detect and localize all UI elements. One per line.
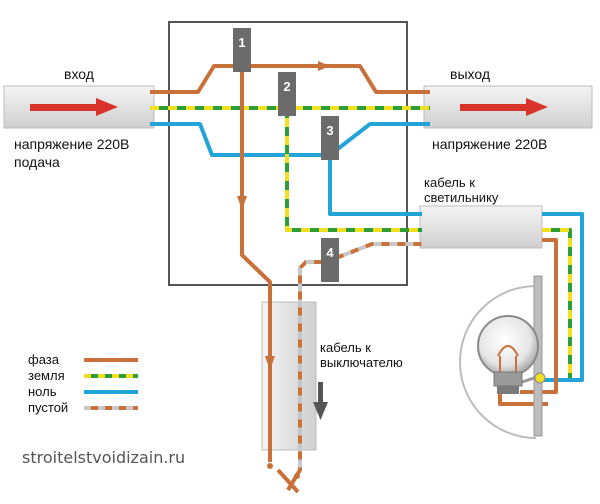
legend-item-phase: фаза <box>28 352 138 367</box>
output-voltage-label: напряжение 220В <box>432 136 547 152</box>
terminal-number: 1 <box>238 35 245 50</box>
switch-cable-label: кабель к <box>320 340 371 355</box>
lamp-cable-sleeve <box>419 205 543 249</box>
output-arrow-icon <box>460 98 548 116</box>
input-arrow-icon <box>30 98 118 116</box>
legend-label: пустой <box>28 400 68 415</box>
terminal-3: 3 <box>321 116 339 160</box>
lamp-cable-label: светильнику <box>424 190 499 205</box>
lamp-cable-label: кабель к <box>424 175 475 190</box>
input-title: вход <box>64 66 94 82</box>
lamp-icon <box>459 275 546 439</box>
junction-box <box>168 21 408 286</box>
legend-item-ground: земля <box>28 368 138 383</box>
legend-label: фаза <box>28 352 60 367</box>
terminal-4: 4 <box>321 238 339 282</box>
output-title: выход <box>450 66 490 82</box>
input-feed-label: подача <box>14 154 60 170</box>
legend-item-spare: пустой <box>28 400 138 415</box>
watermark: stroitelstvoidizain.ru <box>22 448 185 467</box>
legend-label: ноль <box>28 384 57 399</box>
switch-lever <box>276 468 300 494</box>
switch-contact <box>294 473 300 479</box>
terminal-2: 2 <box>278 72 296 116</box>
terminal-1: 1 <box>233 28 251 72</box>
neutral-wire <box>150 122 584 382</box>
down-arrow-icon <box>313 382 328 420</box>
switch-contact <box>267 463 273 469</box>
input-voltage-label: напряжение 220В <box>14 136 129 152</box>
phase-flow-arrow-icon <box>318 61 330 71</box>
legend: фаза земля ноль пустой <box>28 352 138 415</box>
legend-label: земля <box>28 368 65 383</box>
switch-cable-label: выключателю <box>320 355 403 370</box>
legend-item-neutral: ноль <box>28 384 138 399</box>
terminal-number: 4 <box>326 245 334 260</box>
phase-down-arrow-icon <box>237 196 247 210</box>
terminal-number: 2 <box>283 79 290 94</box>
switch-phase-arrow-icon <box>265 356 275 370</box>
terminal-number: 3 <box>326 123 333 138</box>
